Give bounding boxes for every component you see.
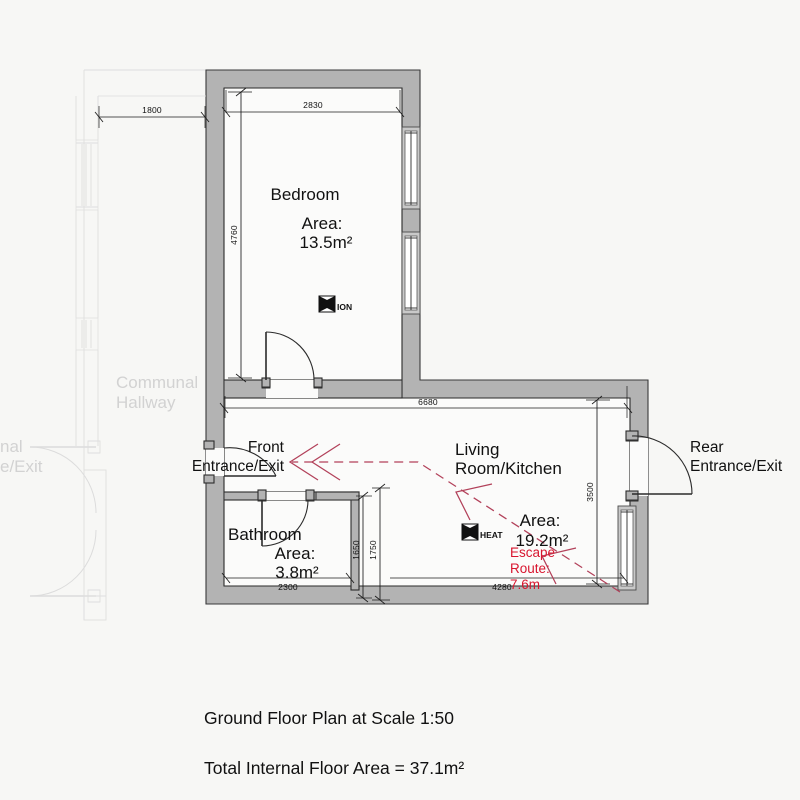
dimension-label-2830: 2830 bbox=[303, 100, 323, 110]
bedroom-window-south bbox=[401, 231, 421, 315]
heat-detector-symbol: HEAT bbox=[461, 523, 503, 541]
communal-entrance-line-2: e/Exit bbox=[0, 457, 43, 476]
ghost-window-upper bbox=[75, 139, 99, 211]
room-interiors bbox=[225, 89, 629, 585]
dimension-label-1800: 1800 bbox=[142, 105, 162, 115]
dimension-2300: 2300 bbox=[221, 572, 355, 592]
rear-entrance-label: Rear Entrance/Exit bbox=[690, 439, 783, 475]
dimension-2830: 2830 bbox=[221, 90, 405, 118]
communal-hallway-line-2: Hallway bbox=[116, 393, 176, 412]
plan-caption-scale: Ground Floor Plan at Scale 1:50 bbox=[204, 708, 454, 728]
heat-symbol-label: HEAT bbox=[480, 530, 503, 540]
communal-hallway-line-1: Communal bbox=[116, 373, 198, 392]
communal-hallway-label: Communal Hallway bbox=[116, 373, 198, 412]
front-entrance-door bbox=[203, 440, 277, 484]
dimension-4280: 4280 bbox=[390, 572, 629, 592]
escape-route-labels: Escape Route: 7.6m bbox=[510, 545, 555, 592]
living-room-area-value: 19.2m² bbox=[516, 531, 569, 550]
bathroom-name: Bathroom bbox=[228, 525, 302, 544]
ghost-window-lower bbox=[75, 317, 99, 351]
plan-caption-total-area: Total Internal Floor Area = 37.1m² bbox=[204, 758, 464, 778]
dimension-label-4760: 4760 bbox=[229, 225, 239, 245]
living-room-area-label: Area: bbox=[520, 511, 561, 530]
rear-entrance-line-1: Rear bbox=[690, 439, 724, 456]
dimension-label-6680: 6680 bbox=[418, 397, 438, 407]
dimension-1800: 1800 bbox=[94, 95, 210, 128]
dimension-6680: 6680 bbox=[219, 386, 633, 418]
bathroom-partitions bbox=[223, 489, 360, 591]
front-entrance-line-1: Front bbox=[248, 439, 285, 456]
dimension-3500: 3500 bbox=[585, 395, 610, 589]
front-entrance-line-2: Entrance/Exit bbox=[192, 458, 285, 475]
escape-route-line-3: 7.6m bbox=[510, 577, 540, 592]
dimension-label-3500: 3500 bbox=[585, 482, 595, 502]
escape-route-path bbox=[288, 443, 621, 593]
escape-route-line-2: Route: bbox=[510, 561, 550, 576]
living-room-labels: Living Room/Kitchen Area: 19.2m² bbox=[455, 440, 569, 550]
bathroom-area-label: Area: bbox=[275, 544, 316, 563]
bathroom-labels: Bathroom Area: 3.8m² bbox=[228, 525, 319, 582]
dimension-4760: 4760 bbox=[228, 87, 252, 383]
bathroom-area-value: 3.8m² bbox=[275, 563, 319, 582]
ion-symbol-label: ION bbox=[337, 302, 352, 312]
dimension-1650: 1650 bbox=[351, 491, 372, 603]
dimension-label-4280: 4280 bbox=[492, 582, 512, 592]
dimension-label-1650: 1650 bbox=[351, 540, 361, 560]
communal-entrance-line-1: nal bbox=[0, 437, 23, 456]
ghost-hallway-lower-stub bbox=[83, 469, 107, 621]
dimension-label-1750: 1750 bbox=[368, 540, 378, 560]
rear-entrance-line-2: Entrance/Exit bbox=[690, 458, 783, 475]
living-room-window-east bbox=[617, 505, 637, 591]
bedroom-door bbox=[261, 331, 323, 398]
communal-hallway-ghost-geometry bbox=[29, 69, 206, 621]
living-room-name-line-2: Room/Kitchen bbox=[455, 459, 562, 478]
front-entrance-label: Front Entrance/Exit bbox=[192, 439, 285, 475]
ghost-communal-double-door bbox=[29, 440, 101, 603]
living-room-name-line-1: Living bbox=[455, 440, 499, 459]
escape-route-line-1: Escape bbox=[510, 545, 555, 560]
bedroom-labels: Bedroom Area: 13.5m² bbox=[271, 185, 353, 252]
dimension-label-2300: 2300 bbox=[278, 582, 298, 592]
dimension-1750: 1750 bbox=[368, 483, 390, 605]
rear-entrance-door bbox=[625, 430, 693, 502]
ion-smoke-alarm-symbol: ION bbox=[318, 295, 352, 313]
bedroom-window-north bbox=[401, 126, 421, 210]
communal-entrance-label: nal e/Exit bbox=[0, 437, 43, 476]
bedroom-area-label: Area: bbox=[302, 214, 343, 233]
bedroom-area-value: 13.5m² bbox=[300, 233, 353, 252]
bedroom-name: Bedroom bbox=[271, 185, 340, 204]
